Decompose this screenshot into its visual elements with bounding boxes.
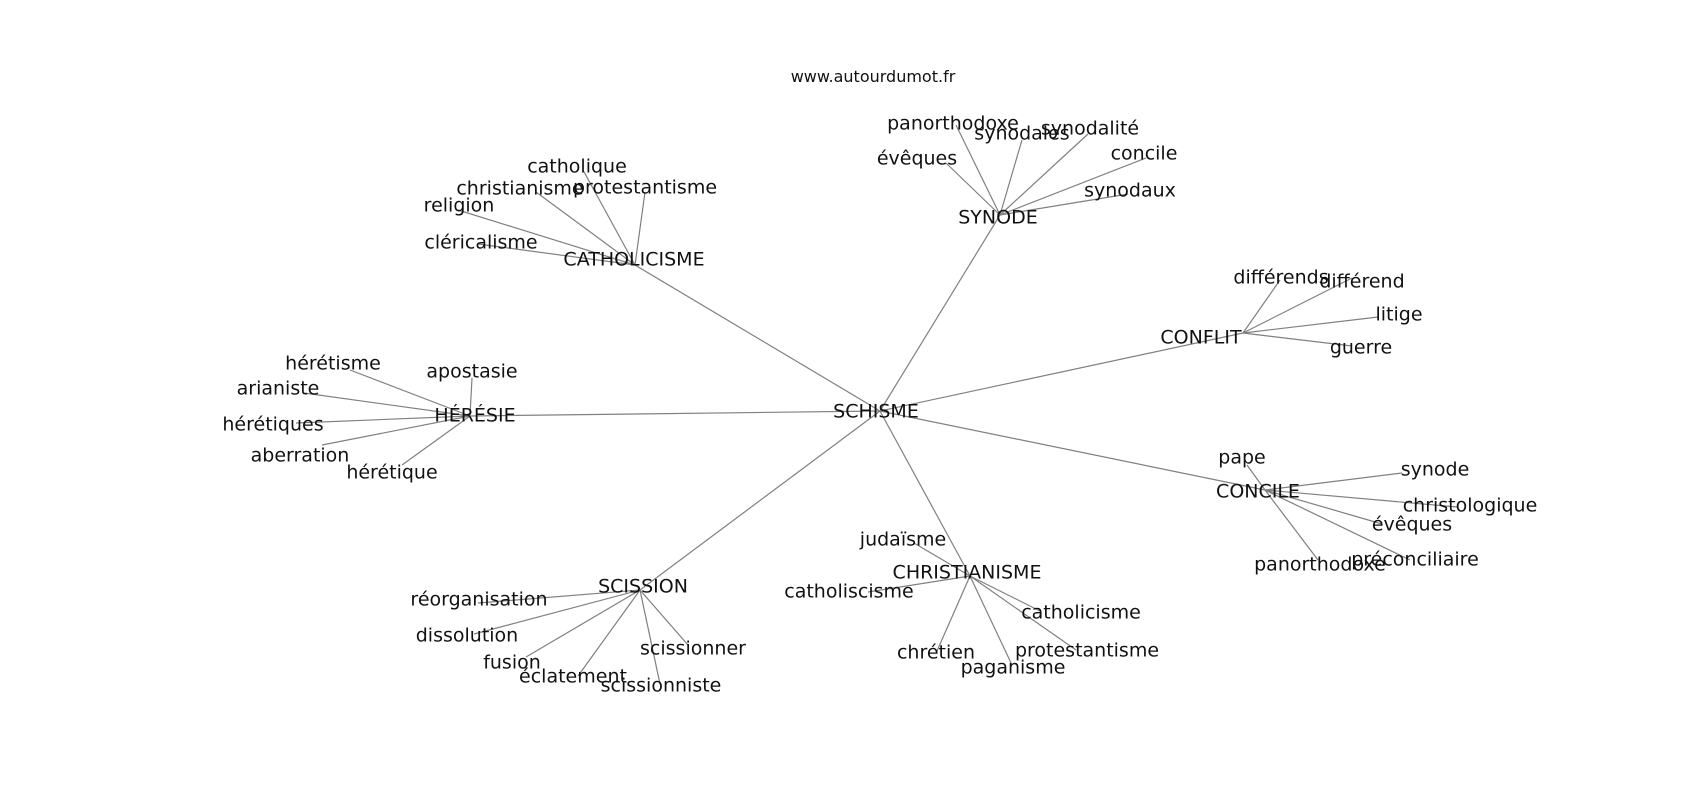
- term-node: scissionner: [640, 638, 746, 660]
- term-node: synodalité: [1041, 118, 1139, 140]
- cluster-node: CONFLIT: [1160, 327, 1242, 349]
- term-edge: [867, 575, 971, 593]
- term-edge: [955, 124, 1001, 216]
- term-edge: [639, 589, 689, 646]
- term-edge: [535, 191, 636, 266]
- term-node: réorganisation: [410, 589, 547, 611]
- term-node: catholique: [527, 156, 627, 178]
- term-edge: [1242, 316, 1379, 334]
- term-edge: [913, 542, 971, 577]
- term-node: apostasie: [426, 361, 517, 383]
- term-edge: [303, 392, 471, 417]
- term-edge: [477, 243, 636, 266]
- term-edge: [1264, 489, 1411, 561]
- term-node: paganisme: [961, 657, 1066, 679]
- term-node: hérétiques: [222, 414, 323, 436]
- term-node: évêques: [1372, 514, 1452, 536]
- term-node: différends: [1233, 267, 1328, 289]
- term-edge: [969, 575, 1041, 612]
- term-node: dissolution: [416, 625, 518, 647]
- term-edge: [321, 415, 471, 446]
- term-node: arianiste: [237, 378, 320, 400]
- center-edge: [879, 410, 1266, 491]
- term-node: préconciliaire: [1351, 549, 1479, 571]
- cluster-node: CATHOLICISME: [563, 249, 704, 271]
- term-edge: [457, 209, 636, 266]
- term-edge: [945, 162, 1001, 216]
- site-label: www.autourdumot.fr: [791, 67, 956, 86]
- term-edge: [1242, 277, 1353, 334]
- term-node: concile: [1111, 143, 1178, 165]
- term-edge: [936, 575, 971, 652]
- term-node: éclatement: [519, 666, 627, 688]
- term-edge: [1264, 489, 1319, 561]
- cluster-node: CONCILE: [1216, 481, 1300, 503]
- term-node: guerre: [1330, 337, 1392, 359]
- term-node: chrétien: [897, 642, 975, 664]
- term-node: pape: [1218, 447, 1265, 469]
- term-node: protestantisme: [1015, 640, 1159, 662]
- cluster-node: SYNODE: [958, 207, 1037, 229]
- term-node: synode: [1401, 459, 1470, 481]
- graph-labels: www.autourdumot.fr SCHISME SYNODE panortho…: [222, 67, 1537, 697]
- term-node: hérétisme: [285, 353, 381, 375]
- term-node: panorthodoxe: [887, 113, 1019, 135]
- center-edge: [879, 410, 971, 577]
- center-edge: [469, 410, 881, 417]
- term-edge: [577, 589, 641, 677]
- term-node: christologique: [1403, 495, 1538, 517]
- term-node: évêques: [877, 148, 957, 170]
- term-node: fusion: [483, 652, 541, 674]
- term-node: différend: [1319, 271, 1404, 293]
- term-edge: [1242, 279, 1281, 334]
- cluster-node: SCISSION: [598, 576, 688, 598]
- center-node: SCHISME: [833, 401, 919, 423]
- center-edge: [879, 214, 1001, 412]
- term-edge: [999, 157, 1147, 216]
- term-edge: [999, 139, 1023, 216]
- term-node: catholicisme: [1021, 602, 1141, 624]
- term-edge: [525, 589, 641, 658]
- term-node: scissionniste: [601, 675, 722, 697]
- term-node: litige: [1375, 304, 1422, 326]
- term-node: hérétique: [346, 462, 437, 484]
- term-node: religion: [424, 195, 495, 217]
- term-node: christianisme: [456, 178, 583, 200]
- cluster-node: CHRISTIANISME: [893, 562, 1042, 584]
- term-node: cléricalisme: [424, 232, 537, 254]
- center-edge: [634, 264, 881, 412]
- term-edge: [473, 589, 641, 635]
- term-node: protestantisme: [573, 177, 717, 199]
- term-node: aberration: [251, 445, 350, 467]
- term-node: synodales: [974, 123, 1069, 145]
- term-node: synodaux: [1084, 180, 1176, 202]
- term-node: catholiscisme: [784, 581, 913, 603]
- term-edge: [969, 575, 1077, 651]
- term-edge: [1264, 472, 1403, 491]
- term-edge: [349, 369, 471, 417]
- term-edge: [1246, 464, 1266, 491]
- cluster-node: HÉRÉSIE: [434, 404, 515, 427]
- term-edge: [582, 169, 636, 266]
- center-edge: [879, 332, 1244, 412]
- term-edge: [1264, 489, 1383, 525]
- center-edge: [639, 410, 881, 591]
- term-edge: [1264, 489, 1458, 508]
- term-edge: [999, 133, 1089, 216]
- term-edge: [477, 589, 641, 604]
- term-edge: [634, 191, 646, 266]
- term-edge: [1242, 332, 1353, 347]
- term-edge: [969, 575, 1013, 666]
- term-edge: [469, 377, 473, 417]
- term-node: panorthodoxe: [1254, 554, 1386, 576]
- graph-edges: [295, 124, 1458, 685]
- term-node: judaïsme: [859, 529, 946, 551]
- term-edge: [401, 415, 471, 466]
- term-edge: [639, 589, 661, 685]
- term-edge: [999, 193, 1129, 216]
- term-edge: [295, 415, 471, 424]
